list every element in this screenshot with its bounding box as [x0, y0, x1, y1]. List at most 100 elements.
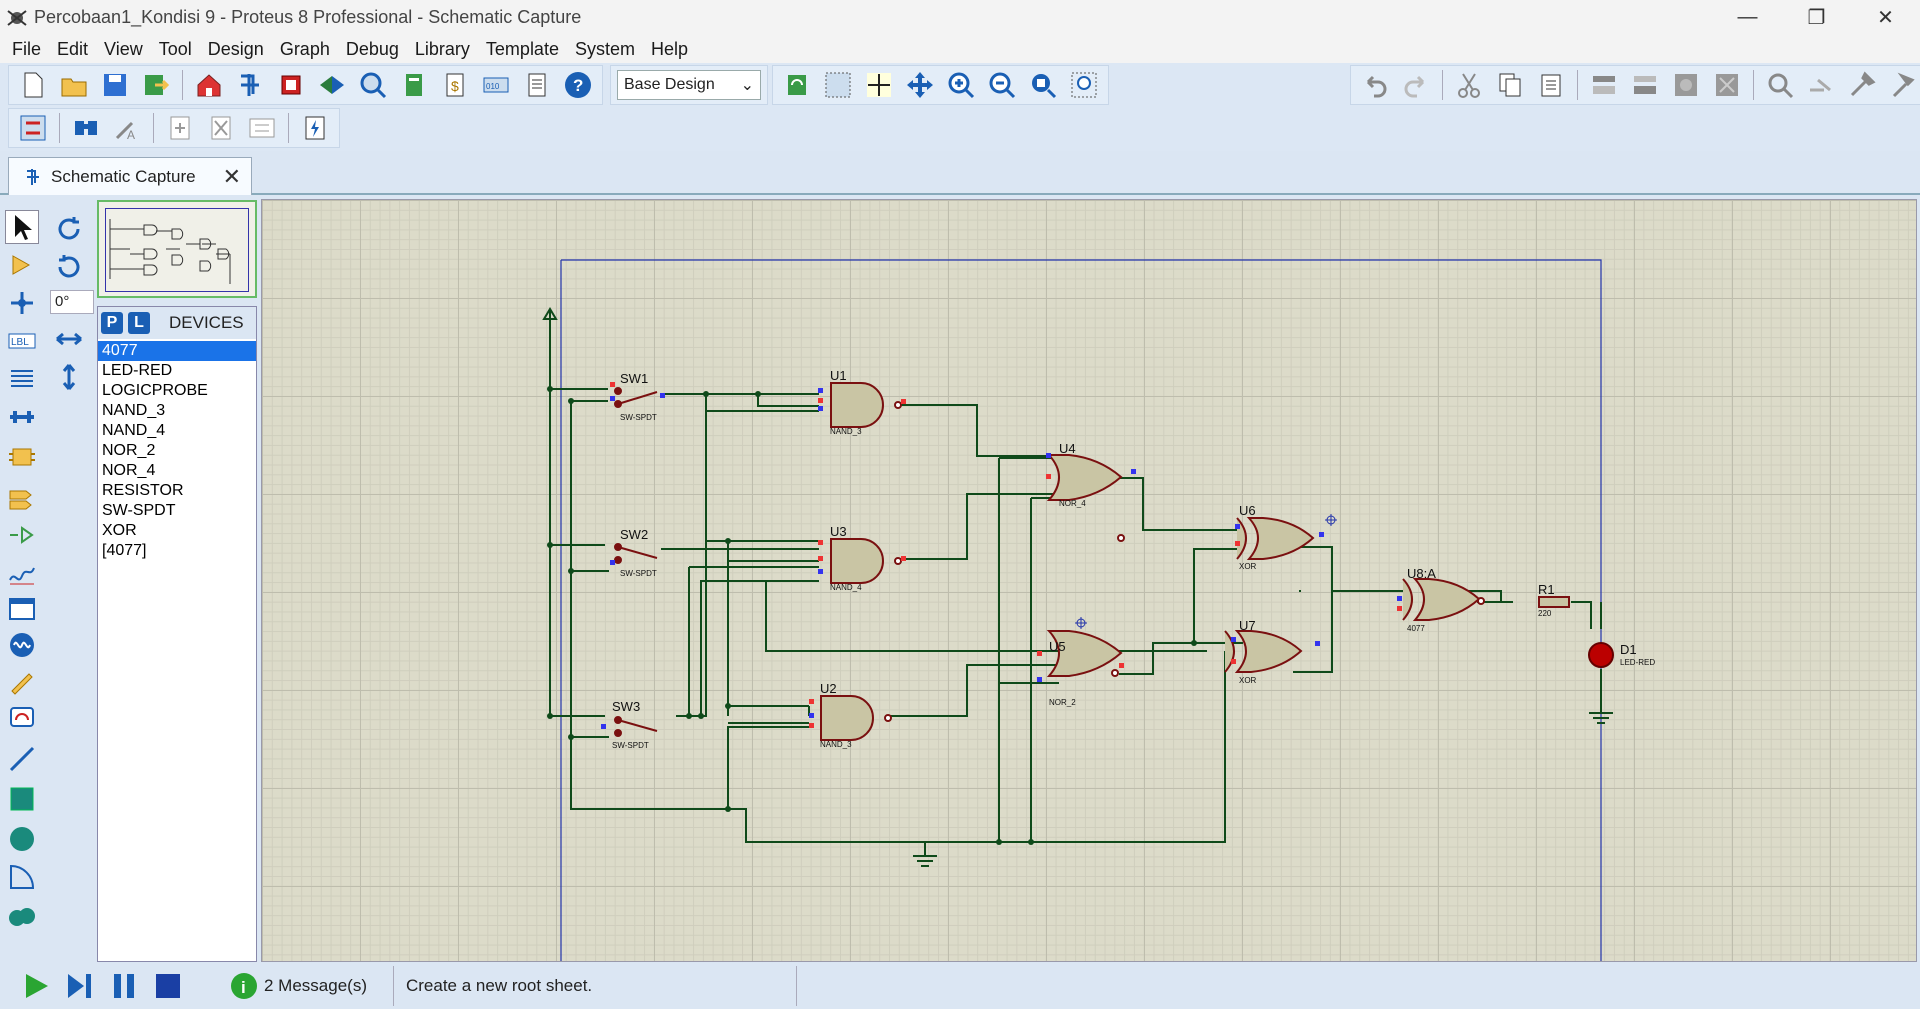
- new-sheet-icon[interactable]: [162, 110, 198, 146]
- menu-tool[interactable]: Tool: [158, 38, 192, 59]
- device-item-nand4[interactable]: NAND_4: [102, 422, 166, 439]
- pcb-layout-icon[interactable]: [273, 67, 309, 103]
- menu-graph[interactable]: Graph: [279, 38, 330, 59]
- search-component-icon[interactable]: [68, 110, 104, 146]
- origin-icon[interactable]: [861, 67, 897, 103]
- messages-indicator[interactable]: i 2 Message(s): [230, 972, 367, 1000]
- new-file-icon[interactable]: [15, 67, 51, 103]
- mirror-vertical-icon[interactable]: [52, 360, 86, 394]
- device-item-xor[interactable]: XOR: [102, 522, 137, 539]
- project-notes-icon[interactable]: [519, 67, 555, 103]
- pick-device-icon[interactable]: [1762, 67, 1798, 103]
- rotate-anticlockwise-icon[interactable]: [52, 250, 86, 284]
- graph-mode-icon[interactable]: [5, 556, 39, 590]
- pause-icon[interactable]: [102, 966, 146, 1006]
- overview-viewport[interactable]: [105, 208, 249, 292]
- tape-recorder-icon[interactable]: [5, 592, 39, 626]
- device-pins-icon[interactable]: [5, 518, 39, 552]
- gerber-viewer-icon[interactable]: [355, 67, 391, 103]
- decompose-icon[interactable]: [1885, 67, 1920, 103]
- device-item-nor4[interactable]: NOR_4: [102, 462, 156, 479]
- package-tool-icon[interactable]: [1844, 67, 1880, 103]
- design-select[interactable]: Base Design ⌄: [617, 70, 761, 100]
- arc-tool-icon[interactable]: [5, 860, 39, 894]
- block-copy-icon[interactable]: [1586, 67, 1622, 103]
- minimize-button[interactable]: —: [1737, 6, 1758, 28]
- path-tool-icon[interactable]: [5, 900, 39, 934]
- property-assignment-icon[interactable]: [15, 110, 51, 146]
- subcircuit-icon[interactable]: [5, 440, 39, 474]
- step-icon[interactable]: [58, 966, 102, 1006]
- library-manager-button[interactable]: L: [128, 312, 150, 334]
- close-window-button[interactable]: ✕: [1877, 7, 1894, 29]
- pick-devices-button[interactable]: P: [101, 312, 123, 334]
- open-folder-icon[interactable]: [56, 67, 92, 103]
- design-explorer-icon[interactable]: [396, 67, 432, 103]
- device-item-resistor[interactable]: RESISTOR: [102, 482, 184, 499]
- menu-template[interactable]: Template: [485, 38, 559, 59]
- source-code-icon[interactable]: 010: [478, 67, 514, 103]
- close-tab-icon[interactable]: ✕: [222, 163, 241, 189]
- play-icon[interactable]: [14, 966, 58, 1006]
- overview-window[interactable]: [97, 200, 257, 298]
- import-icon[interactable]: [138, 67, 174, 103]
- device-item-led-red[interactable]: LED-RED: [102, 362, 173, 379]
- wire-label-icon[interactable]: LBL: [5, 324, 39, 358]
- block-move-icon[interactable]: [1627, 67, 1663, 103]
- electrical-rule-check-icon[interactable]: [297, 110, 333, 146]
- schematic-capture-icon[interactable]: [232, 67, 268, 103]
- maximize-button[interactable]: ❐: [1807, 7, 1826, 29]
- save-icon[interactable]: [97, 67, 133, 103]
- undo-icon[interactable]: [1357, 67, 1393, 103]
- menu-edit[interactable]: Edit: [57, 38, 89, 59]
- menu-system[interactable]: System: [574, 38, 635, 59]
- rotation-angle-field[interactable]: 0°: [50, 290, 94, 314]
- menu-debug[interactable]: Debug: [345, 38, 399, 59]
- box-tool-icon[interactable]: [5, 782, 39, 816]
- probe-mode-icon[interactable]: [5, 664, 39, 698]
- mirror-horizontal-icon[interactable]: [52, 322, 86, 356]
- rotate-clockwise-icon[interactable]: [52, 212, 86, 246]
- tab-schematic-capture[interactable]: Schematic Capture ✕: [8, 157, 252, 195]
- selection-mode-icon[interactable]: [5, 210, 39, 244]
- generator-mode-icon[interactable]: [5, 628, 39, 662]
- terminals-icon[interactable]: [5, 480, 39, 514]
- pan-icon[interactable]: [902, 67, 938, 103]
- paste-icon[interactable]: [1533, 67, 1569, 103]
- block-rotate-icon[interactable]: [1668, 67, 1704, 103]
- device-item-4077-bracket[interactable]: [4077]: [102, 542, 147, 559]
- redo-icon[interactable]: [1398, 67, 1434, 103]
- zoom-all-icon[interactable]: [1025, 67, 1061, 103]
- refresh-icon[interactable]: [779, 67, 815, 103]
- goto-sheet-icon[interactable]: [244, 110, 280, 146]
- delete-sheet-icon[interactable]: [203, 110, 239, 146]
- zoom-in-icon[interactable]: [943, 67, 979, 103]
- component-mode-icon[interactable]: [5, 248, 39, 282]
- menu-library[interactable]: Library: [414, 38, 470, 59]
- device-item-sw-spdt[interactable]: SW-SPDT: [102, 502, 176, 519]
- schematic-canvas[interactable]: SW1 SW-SPDT SW2 SW-SPDT SW3 SW-SPDT U1 N…: [261, 199, 1917, 962]
- grid-toggle-icon[interactable]: [820, 67, 856, 103]
- home-icon[interactable]: [191, 67, 227, 103]
- help-icon[interactable]: ?: [560, 67, 596, 103]
- device-item-logicprobe[interactable]: LOGICPROBE: [102, 382, 208, 399]
- circle-tool-icon[interactable]: [5, 822, 39, 856]
- menu-design[interactable]: Design: [207, 38, 264, 59]
- device-item-4077[interactable]: 4077: [98, 341, 256, 361]
- zoom-area-icon[interactable]: [1066, 67, 1102, 103]
- property-tool-icon[interactable]: A: [109, 110, 145, 146]
- line-tool-icon[interactable]: [5, 742, 39, 776]
- junction-dot-icon[interactable]: [5, 286, 39, 320]
- make-device-icon[interactable]: [1803, 67, 1839, 103]
- menu-view[interactable]: View: [104, 38, 143, 59]
- text-script-icon[interactable]: [5, 362, 39, 396]
- cut-icon[interactable]: [1451, 67, 1487, 103]
- device-item-nand3[interactable]: NAND_3: [102, 402, 166, 419]
- 3d-visualizer-icon[interactable]: [314, 67, 350, 103]
- menu-help[interactable]: Help: [650, 38, 689, 59]
- bill-of-materials-icon[interactable]: $: [437, 67, 473, 103]
- stop-icon[interactable]: [146, 966, 190, 1006]
- schematic-drawing[interactable]: SW1 SW-SPDT SW2 SW-SPDT SW3 SW-SPDT U1 N…: [262, 200, 1917, 962]
- virtual-instrument-icon[interactable]: [5, 700, 39, 734]
- device-item-nor2[interactable]: NOR_2: [102, 442, 156, 459]
